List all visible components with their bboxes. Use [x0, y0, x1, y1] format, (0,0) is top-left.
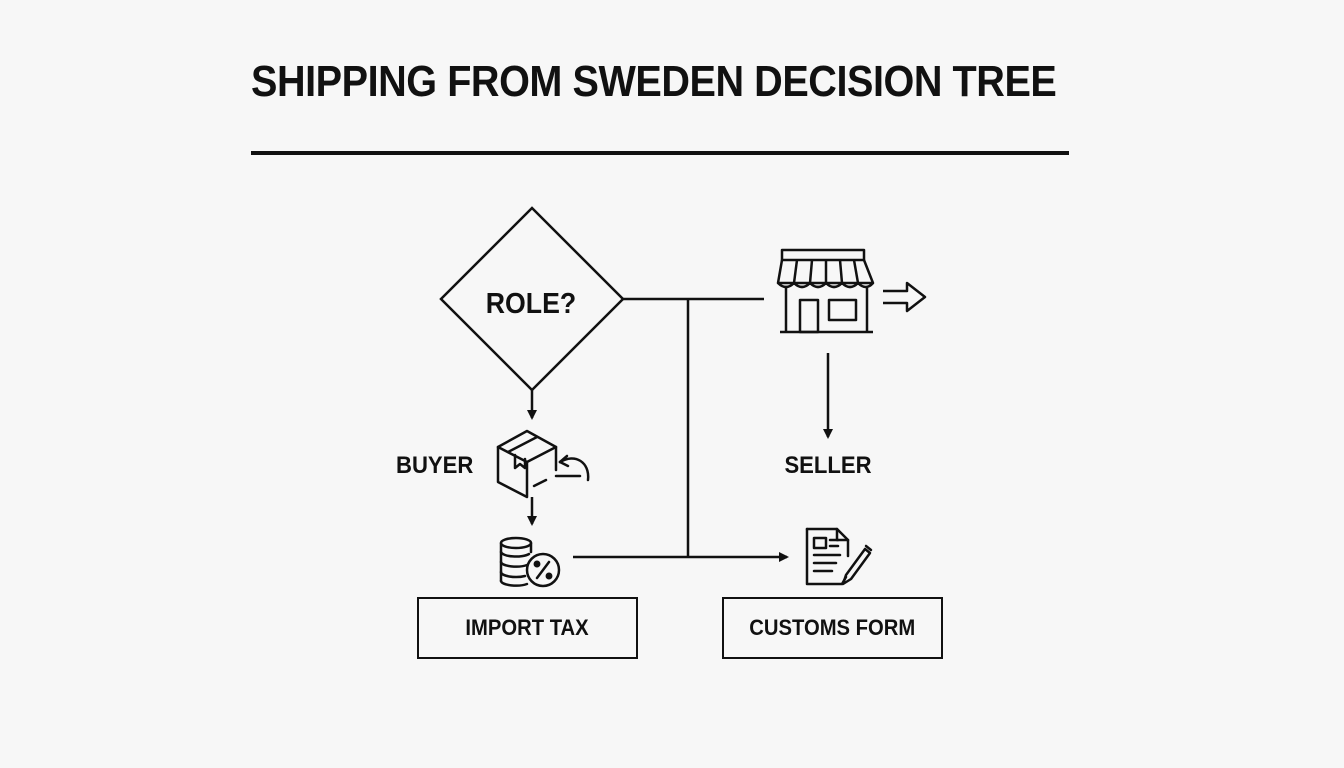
import-tax-box: IMPORT TAX — [417, 597, 638, 659]
connector-lines — [527, 297, 833, 562]
import-tax-label: IMPORT TAX — [465, 615, 590, 640]
document-pen-icon — [805, 527, 873, 586]
decision-label: ROLE? — [485, 288, 577, 320]
storefront-icon — [776, 248, 875, 334]
customs-form-box: CUSTOMS FORM — [722, 597, 943, 659]
package-return-icon — [496, 429, 590, 499]
customs-form-label: CUSTOMS FORM — [749, 615, 916, 640]
seller-label: SELLER — [784, 452, 872, 479]
buyer-label: BUYER — [396, 452, 474, 479]
export-arrow-icon — [883, 281, 927, 313]
coins-percent-icon — [499, 536, 561, 588]
diagram-title: SHIPPING FROM SWEDEN DECISION TREE — [251, 57, 1057, 106]
title-underline — [251, 151, 1069, 155]
